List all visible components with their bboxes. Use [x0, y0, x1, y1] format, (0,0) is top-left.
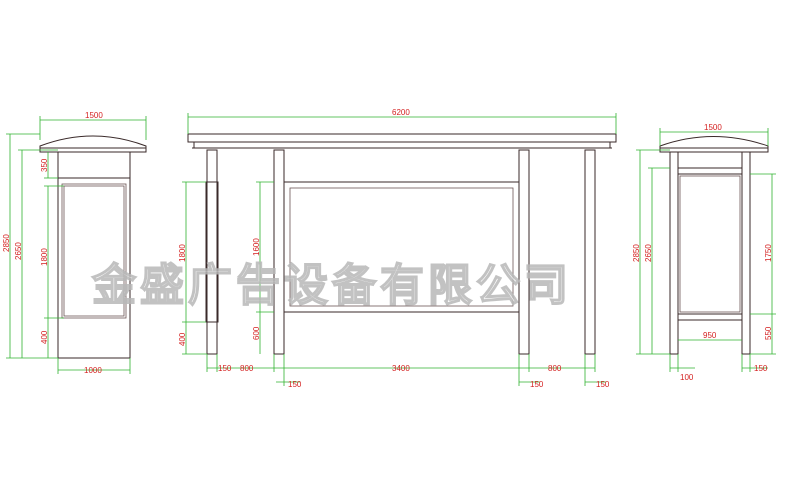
- right-top-width-label: 1500: [704, 123, 722, 132]
- left-panel: [63, 185, 125, 317]
- front-post-b-label: 150: [530, 380, 544, 389]
- front-post-a-label: 150: [288, 380, 302, 389]
- left-header-box: [57, 151, 131, 179]
- front-side-base-height-label: 400: [178, 332, 187, 346]
- front-post-2: [273, 149, 285, 355]
- front-dimensions: 6200 1800 400 1600 600 150 800 3400 800 …: [178, 108, 617, 389]
- right-top-bar: [677, 167, 743, 175]
- front-side-panel: [205, 181, 219, 323]
- front-side-panel-height-label: 1800: [178, 244, 187, 262]
- front-view: [187, 133, 617, 355]
- right-post-right: [741, 151, 751, 355]
- left-total-height-label: 2850: [2, 234, 11, 252]
- left-header-height-label: 350: [40, 158, 49, 172]
- front-base-height-label: 600: [252, 326, 261, 340]
- left-base-height-label: 400: [40, 330, 49, 344]
- front-post-1: [206, 149, 218, 355]
- right-body-height-label: 2650: [644, 244, 653, 262]
- front-post-4: [584, 149, 596, 355]
- front-panel-height-label: 1600: [252, 238, 261, 256]
- right-panel: [677, 173, 743, 315]
- right-post-right-label: 150: [754, 364, 768, 373]
- left-panel-height-label: 1800: [40, 248, 49, 266]
- front-post-c-label: 150: [596, 380, 610, 389]
- left-body: [57, 177, 131, 359]
- right-dimensions: 1500 2850 2650 1750 550 950 100 150: [632, 123, 776, 382]
- left-body-height-label: 2650: [14, 242, 23, 260]
- left-side-view: [39, 135, 147, 359]
- company-watermark: 金盛广告设备有限公司: [91, 260, 572, 311]
- left-body-width-label: 1000: [84, 366, 102, 375]
- right-side-view: [659, 136, 769, 355]
- left-dimensions: 1500 2850 2650 350 1800 400 1000: [2, 111, 147, 375]
- front-gap-right-label: 800: [548, 364, 562, 373]
- front-gap-left-label: 800: [240, 364, 254, 373]
- left-top-width-label: 1500: [85, 111, 103, 120]
- front-panel-width-label: 3400: [392, 364, 410, 373]
- right-post-left-label: 100: [680, 373, 694, 382]
- right-post-left: [669, 151, 679, 355]
- right-inner-width-label: 950: [703, 331, 717, 340]
- right-total-height-label: 2850: [632, 244, 641, 262]
- front-post-3: [518, 149, 530, 355]
- front-total-width-label: 6200: [392, 108, 410, 117]
- front-post-left-label: 150: [218, 364, 232, 373]
- right-panel-height-label: 1750: [764, 244, 773, 262]
- right-roof-cap: [659, 136, 769, 153]
- right-base-height-label: 550: [764, 326, 773, 340]
- front-roof: [187, 133, 617, 143]
